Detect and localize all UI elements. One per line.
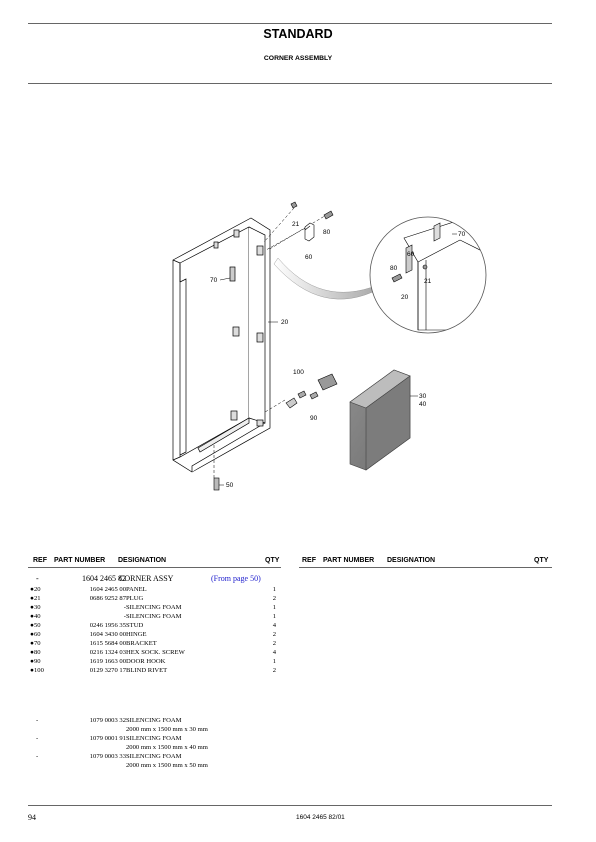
callout: 40	[419, 401, 427, 408]
header-bottom-rule	[28, 83, 552, 84]
page-title: STANDARD	[263, 27, 333, 41]
callout-labels: 21 80 60 70 20 100 90 50 30 40 70 60 80 …	[210, 221, 466, 489]
callout: 20	[281, 319, 289, 326]
table-rule-left	[28, 567, 281, 568]
document-number: 1604 2465 82/01	[296, 814, 345, 821]
callout: 21	[292, 221, 300, 228]
callout: 30	[419, 393, 427, 400]
callout: 60	[407, 251, 415, 258]
callout: 70	[210, 277, 218, 284]
col-header-ref-right: REF	[302, 557, 316, 564]
table-row-detail: 2000 mm x 1500 mm x 30 mm	[126, 726, 208, 733]
col-header-qty: QTY	[265, 557, 280, 564]
page-reference-link[interactable]: (From page 50)	[211, 574, 261, 583]
foam-drawing	[349, 369, 411, 471]
callout: 100	[293, 369, 304, 376]
detail-view	[370, 217, 486, 333]
callout: 50	[226, 482, 234, 489]
callout: 80	[390, 265, 398, 272]
col-header-designation: DESIGNATION	[118, 557, 167, 564]
callout: 80	[323, 229, 331, 236]
callout: 21	[424, 278, 432, 285]
panel-drawing	[172, 217, 271, 473]
callout: 70	[458, 231, 466, 238]
page-number: 94	[28, 813, 36, 822]
col-header-designation-right: DESIGNATION	[387, 557, 436, 564]
col-header-part-number-right: PART NUMBER	[323, 557, 375, 564]
col-header-part-number: PART NUMBER	[54, 557, 106, 564]
corner-assembly-diagram: 21 80 60 70 20 100 90 50 30 40 70 60 80 …	[172, 201, 487, 491]
page-subtitle: CORNER ASSEMBLY	[263, 55, 333, 62]
header-top-rule	[28, 23, 552, 24]
table-row-detail: 2000 mm x 1500 mm x 40 mm	[126, 744, 208, 751]
table-row-detail: 2000 mm x 1500 mm x 50 mm	[126, 762, 208, 769]
table-rule-right	[299, 567, 552, 568]
footer-rule	[28, 805, 552, 806]
table-row-main: - 1604 2465 82 CORNER ASSY (From page 50…	[36, 574, 261, 583]
callout: 90	[310, 415, 318, 422]
callout: 60	[305, 254, 313, 261]
col-header-qty-right: QTY	[534, 557, 549, 564]
callout: 20	[401, 294, 409, 301]
col-header-ref: REF	[33, 557, 47, 564]
